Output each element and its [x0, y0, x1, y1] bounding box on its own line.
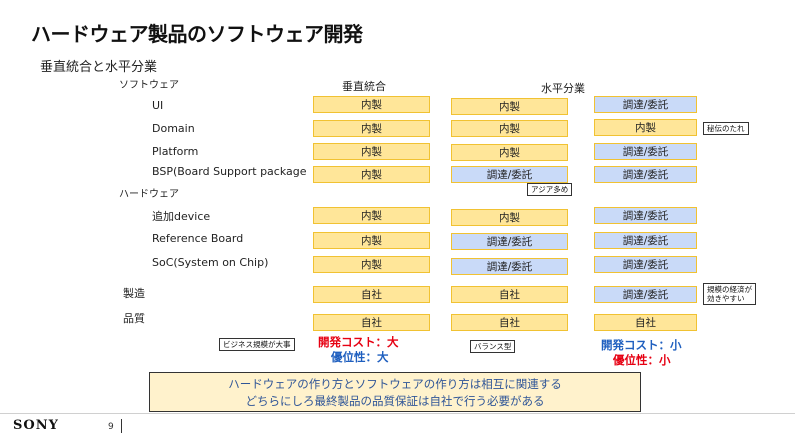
row-label: SoC(System on Chip) — [152, 256, 269, 269]
grid-cell: 内製 — [451, 98, 568, 115]
horizontal-advantage: 優位性：小 — [613, 353, 671, 367]
row-label: Platform — [152, 145, 199, 158]
grid-cell: 内製 — [451, 120, 568, 137]
vertical-cost: 開発コスト：大 — [318, 335, 399, 349]
grid-cell: 内製 — [313, 143, 430, 160]
page-subtitle: 垂直統合と水平分業 — [40, 60, 158, 75]
note-scale-line2: 効きやすい — [707, 294, 745, 303]
sony-logo: SONY — [13, 418, 59, 433]
vertical-advantage: 優位性：大 — [331, 350, 389, 364]
grid-cell: 内製 — [451, 209, 568, 226]
grid-cell: 内製 — [594, 119, 697, 136]
callout-line1: ハードウェアの作り方とソフトウェアの作り方は相互に関連する — [228, 377, 562, 391]
row-label: 製造 — [123, 287, 145, 300]
grid-cell: 調達/委託 — [594, 286, 697, 303]
row-label: BSP(Board Support package — [152, 165, 307, 178]
grid-cell: 調達/委託 — [594, 96, 697, 113]
grid-cell: 調達/委託 — [451, 258, 568, 275]
row-label: UI — [152, 99, 164, 112]
horizontal-cost: 開発コスト：小 — [601, 338, 682, 352]
grid-cell: 自社 — [451, 286, 568, 303]
grid-cell: 調達/委託 — [451, 233, 568, 250]
grid-cell: 内製 — [313, 96, 430, 113]
page-title: ハードウェア製品のソフトウェア開発 — [31, 22, 363, 46]
grid-cell: 内製 — [451, 144, 568, 161]
grid-cell: 調達/委託 — [594, 256, 697, 273]
section-hardware: ハードウェア — [119, 189, 179, 200]
note-business-scale: ビジネス規模が大事 — [219, 338, 295, 351]
page-number-divider — [121, 419, 122, 433]
callout-line2: どちらにしろ最終製品の品質保証は自社で行う必要がある — [245, 394, 545, 408]
note-secret-sauce: 秘伝のたれ — [703, 122, 749, 135]
grid-cell: 自社 — [313, 286, 430, 303]
summary-callout: ハードウェアの作り方とソフトウェアの作り方は相互に関連する どちらにしろ最終製品… — [149, 372, 641, 412]
grid-cell: 内製 — [313, 207, 430, 224]
footer-divider — [0, 413, 795, 414]
grid-cell: 調達/委託 — [594, 143, 697, 160]
note-balance: バランス型 — [470, 340, 516, 353]
row-label: 追加device — [152, 210, 211, 223]
grid-cell: 調達/委託 — [594, 232, 697, 249]
grid-cell: 自社 — [594, 314, 697, 331]
grid-cell: 調達/委託 — [594, 207, 697, 224]
grid-cell: 内製 — [313, 232, 430, 249]
row-label: Domain — [152, 122, 195, 135]
grid-cell: 調達/委託 — [451, 166, 568, 183]
column-header-vertical: 垂直統合 — [342, 80, 386, 93]
page-number: 9 — [108, 422, 114, 432]
grid-cell: 自社 — [451, 314, 568, 331]
grid-cell: 内製 — [313, 166, 430, 183]
row-label: Reference Board — [152, 232, 244, 245]
note-scale-line1: 規模の経済が — [707, 285, 752, 294]
note-economies-of-scale: 規模の経済が 効きやすい — [703, 283, 756, 305]
grid-cell: 内製 — [313, 256, 430, 273]
column-header-horizontal: 水平分業 — [541, 82, 585, 95]
grid-cell: 調達/委託 — [594, 166, 697, 183]
section-software: ソフトウェア — [119, 80, 179, 91]
row-label: 品質 — [123, 312, 145, 325]
grid-cell: 自社 — [313, 314, 430, 331]
grid-cell: 内製 — [313, 120, 430, 137]
note-asia: アジア多め — [527, 183, 573, 196]
